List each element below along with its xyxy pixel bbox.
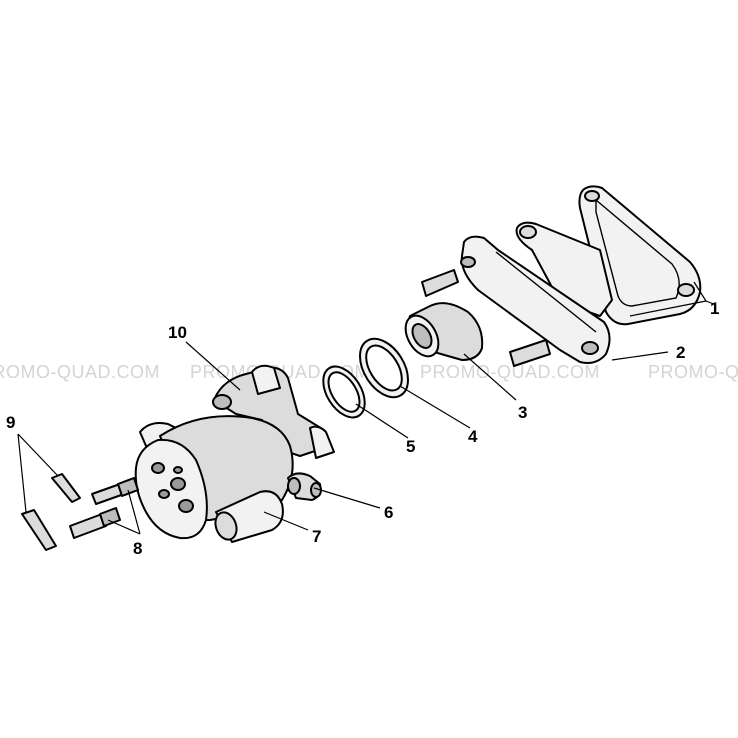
part-8-pins [69, 477, 139, 539]
part-4-seal-ring [359, 337, 409, 399]
watermark-3: PROMO-QUAD.COM [420, 362, 600, 382]
callout-2: 2 [676, 343, 685, 362]
callout-1: 1 [710, 299, 719, 318]
part-5-dust-seal [322, 365, 366, 419]
part-9-clips [21, 473, 81, 551]
callout-6: 6 [384, 503, 393, 522]
part-7-slide-boot [214, 490, 284, 543]
callout-10: 10 [168, 323, 187, 342]
callout-4: 4 [468, 427, 478, 446]
part-3-piston [404, 302, 484, 361]
callout-9: 9 [6, 413, 15, 432]
watermark-1: PROMO-QUAD.COM [0, 362, 160, 382]
callout-8: 8 [133, 539, 142, 558]
callout-labels: 1 2 3 4 5 6 7 8 9 10 [6, 299, 719, 558]
part-2-backing-plate [421, 221, 613, 367]
callout-3: 3 [518, 403, 527, 422]
leader-lines [17, 281, 717, 535]
watermark-4: PROMO-QUAD.COM [648, 362, 738, 382]
part-6-fitting [287, 472, 322, 501]
part-10-caliper-bracket [212, 364, 335, 459]
callout-5: 5 [406, 437, 415, 456]
callout-7: 7 [312, 527, 321, 546]
